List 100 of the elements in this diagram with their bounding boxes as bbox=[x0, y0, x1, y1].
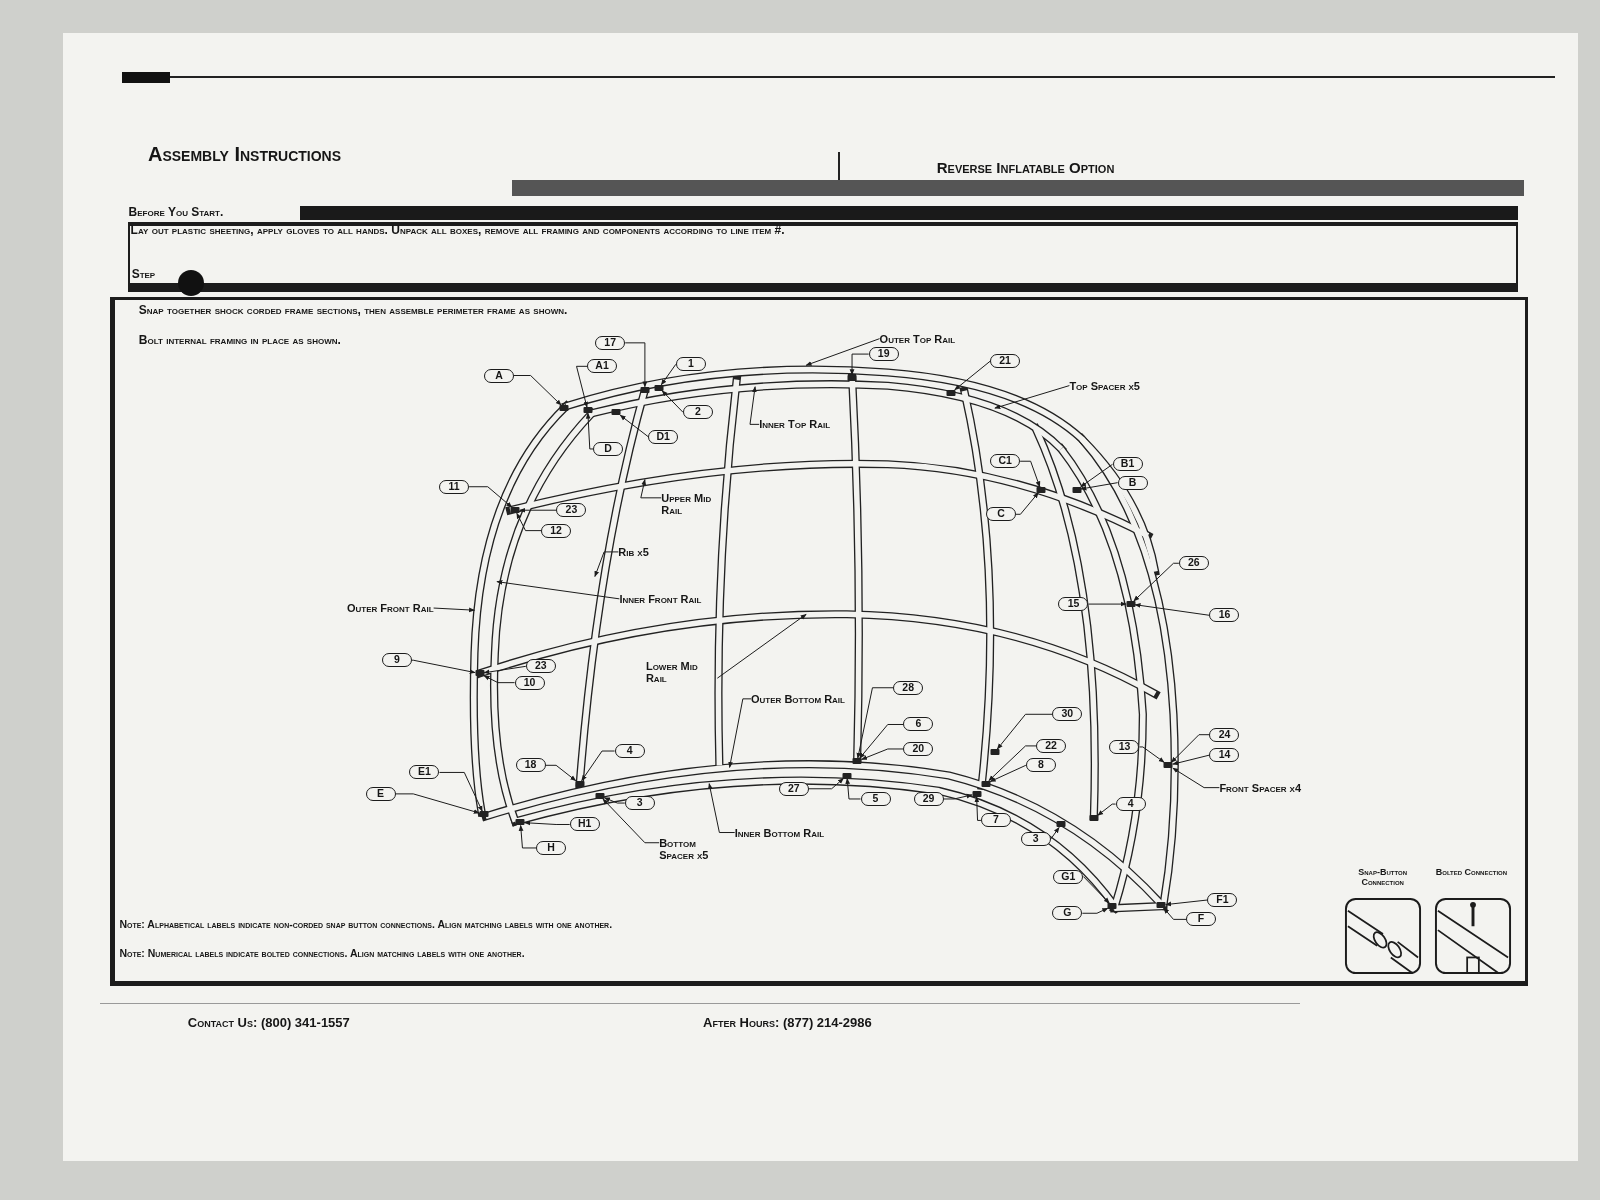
callout-label: 8 bbox=[1025, 758, 1056, 773]
callout-label: 21 bbox=[990, 354, 1021, 369]
part-name: Inner Bottom Rail bbox=[734, 826, 825, 839]
callout-label: 16 bbox=[1209, 608, 1240, 623]
contact-text: Contact Us: (800) 341-1557 bbox=[187, 1015, 351, 1031]
connector-sleeve bbox=[972, 790, 981, 797]
connector-sleeve bbox=[595, 792, 605, 799]
leader-line bbox=[619, 414, 649, 438]
leader-line bbox=[483, 675, 516, 684]
leader-line bbox=[856, 687, 894, 759]
leader-line bbox=[524, 820, 571, 826]
callout-label: 4 bbox=[614, 744, 645, 758]
callout-label: 14 bbox=[1209, 748, 1240, 763]
leader-line bbox=[849, 353, 870, 376]
connector-sleeve bbox=[515, 819, 525, 826]
part-name: Bottom Spacer x5 bbox=[659, 836, 729, 861]
leader-line bbox=[808, 778, 844, 790]
callout-label: C bbox=[986, 507, 1016, 522]
leader-line bbox=[1087, 601, 1127, 607]
callout-label: 2 bbox=[682, 405, 713, 420]
callout-label: B1 bbox=[1112, 457, 1143, 472]
connector-sleeve bbox=[946, 389, 956, 396]
connector-sleeve bbox=[1107, 903, 1117, 910]
subtitle: Reverse Inflatable Option bbox=[936, 159, 1116, 178]
connector-sleeve bbox=[842, 772, 852, 779]
connector-sleeve bbox=[1072, 486, 1081, 493]
connector-sleeve bbox=[575, 780, 585, 787]
connector-sleeve bbox=[611, 409, 621, 416]
callout-label: 6 bbox=[903, 717, 934, 732]
connector-sleeve bbox=[1036, 486, 1046, 493]
leader-line bbox=[1172, 767, 1220, 789]
leader-line bbox=[433, 607, 476, 613]
connector-sleeve bbox=[981, 780, 991, 787]
callout-label: G bbox=[1052, 906, 1083, 921]
leader-line bbox=[581, 750, 616, 782]
leader-line bbox=[661, 390, 684, 413]
leader-line bbox=[516, 512, 542, 532]
leader-line bbox=[974, 796, 982, 821]
instruction-text: Snap together shock corded frame sections, then assemble perimeter frame as shown. bbox=[138, 304, 569, 317]
note-text: Note: Alphabetical labels indicate non-corded snap button connections. Align matching labels with one another. bbox=[119, 919, 614, 930]
callout-label: 3 bbox=[624, 796, 655, 811]
step-label: Step bbox=[131, 267, 157, 282]
leader-line bbox=[716, 613, 807, 679]
part-name: Upper Mid Rail bbox=[661, 491, 725, 516]
callout-label: 15 bbox=[1058, 597, 1089, 612]
leader-line bbox=[602, 798, 660, 844]
leader-line bbox=[954, 360, 991, 391]
part-name: Top Spacer x5 bbox=[1069, 379, 1140, 392]
leader-line bbox=[859, 724, 904, 759]
callout-label: 23 bbox=[525, 659, 556, 674]
connector-sleeve bbox=[1126, 601, 1136, 608]
part-name: Lower Mid Rail bbox=[645, 660, 718, 685]
leader-line bbox=[1134, 603, 1210, 616]
leader-line bbox=[1019, 460, 1041, 488]
leader-line bbox=[1165, 899, 1208, 907]
leader-line bbox=[1133, 562, 1180, 602]
connector-sleeve bbox=[640, 386, 650, 393]
callout-label: E1 bbox=[409, 765, 440, 780]
callout-label: 23 bbox=[556, 503, 587, 518]
leader-line bbox=[1170, 734, 1210, 763]
callout-label: F1 bbox=[1207, 893, 1238, 907]
callout-label: 18 bbox=[515, 758, 546, 773]
connector-sleeve bbox=[510, 507, 520, 514]
leader-line bbox=[728, 698, 752, 768]
part-name: Outer Top Rail bbox=[879, 332, 956, 345]
connector-sleeve bbox=[1056, 821, 1066, 828]
leader-line bbox=[861, 748, 904, 760]
callout-label: 19 bbox=[868, 347, 899, 362]
leader-line bbox=[1015, 492, 1039, 515]
leader-line bbox=[1080, 482, 1119, 491]
part-name: Inner Top Rail bbox=[759, 418, 831, 431]
callout-label: 1 bbox=[675, 357, 706, 372]
connector-sleeve bbox=[654, 384, 664, 391]
leader-line bbox=[1172, 754, 1210, 766]
leader-line bbox=[749, 386, 760, 425]
leader-line bbox=[805, 338, 881, 366]
connector-sleeve bbox=[583, 407, 593, 414]
leader-line bbox=[988, 745, 1037, 782]
connector-sleeve bbox=[852, 758, 862, 765]
leader-line bbox=[624, 342, 648, 388]
callout-label: 9 bbox=[381, 653, 412, 668]
part-name: Inner Front Rail bbox=[619, 592, 702, 605]
leader-line bbox=[1080, 463, 1114, 488]
leader-line bbox=[1163, 907, 1187, 920]
leader-line bbox=[576, 365, 588, 408]
leader-line bbox=[519, 507, 557, 513]
connector-sleeve bbox=[1156, 902, 1166, 909]
callout-label: 4 bbox=[1115, 797, 1146, 812]
leader-line bbox=[483, 665, 527, 675]
leader-line bbox=[585, 412, 594, 450]
part-name: Outer Bottom Rail bbox=[751, 692, 845, 705]
connector-sleeve bbox=[475, 670, 485, 677]
leader-line bbox=[996, 713, 1053, 750]
leader-line bbox=[994, 385, 1070, 409]
callout-label: C1 bbox=[990, 454, 1021, 469]
connector-sleeve bbox=[990, 749, 1000, 756]
callout-label: A1 bbox=[587, 359, 618, 374]
callout-label: H1 bbox=[569, 817, 600, 832]
leader-line bbox=[518, 824, 537, 849]
connection-caption: Snap-Button Connection bbox=[1357, 867, 1408, 888]
